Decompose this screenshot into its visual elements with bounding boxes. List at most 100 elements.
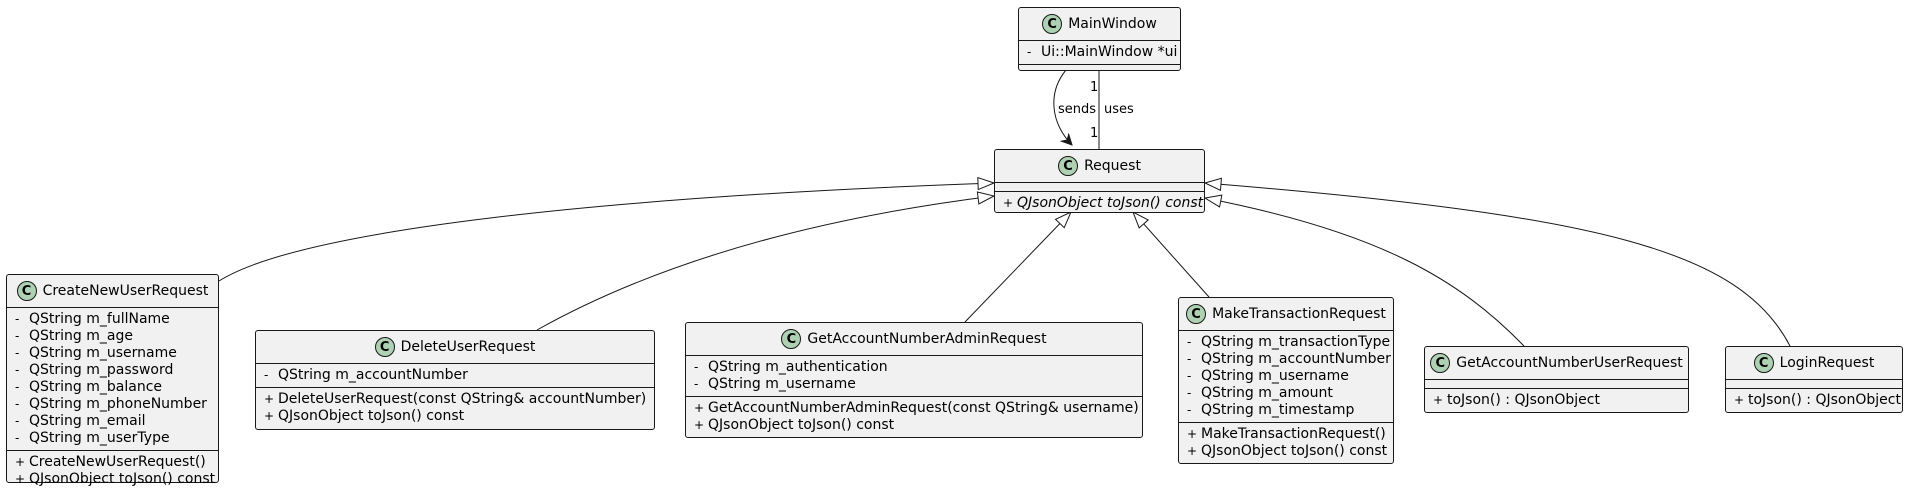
public-marker-icon: + bbox=[1187, 427, 1198, 441]
field-row: -QString m_accountNumber bbox=[264, 367, 468, 383]
method-row: +toJson() : QJsonObject bbox=[1433, 392, 1600, 408]
field-row: -QString m_username bbox=[1187, 368, 1349, 384]
class-c-icon: C bbox=[1042, 14, 1063, 34]
field-row: -QString m_email bbox=[15, 413, 146, 429]
private-marker-icon: - bbox=[694, 360, 699, 374]
class-name: DeleteUserRequest bbox=[400, 339, 536, 355]
field-row: -QString m_username bbox=[694, 376, 856, 392]
class-get-account-number-user-request: C GetAccountNumberUserRequest +toJson() … bbox=[1424, 346, 1689, 413]
class-c-icon: C bbox=[781, 329, 802, 349]
private-marker-icon: - bbox=[1187, 403, 1192, 417]
class-get-account-number-admin-request: C GetAccountNumberAdminRequest -QString … bbox=[685, 322, 1143, 438]
fields-section bbox=[1425, 379, 1688, 388]
private-marker-icon: - bbox=[264, 368, 269, 382]
method-row: +QJsonObject toJson() const bbox=[15, 471, 216, 487]
fields-section: -Ui::MainWindow *ui bbox=[1019, 40, 1180, 64]
sends-label: sends bbox=[1058, 102, 1097, 117]
field-row: -QString m_userType bbox=[15, 430, 170, 446]
private-marker-icon: - bbox=[15, 397, 20, 411]
private-marker-icon: - bbox=[15, 346, 20, 360]
methods-section: +toJson() : QJsonObject bbox=[1425, 388, 1688, 412]
class-name: GetAccountNumberUserRequest bbox=[1456, 355, 1683, 371]
public-marker-icon: + bbox=[1734, 393, 1745, 407]
class-make-transaction-request: C MakeTransactionRequest -QString m_tran… bbox=[1178, 297, 1394, 464]
fields-section bbox=[1726, 379, 1902, 388]
method-row: +QJsonObject toJson() const bbox=[264, 408, 465, 424]
class-name: MainWindow bbox=[1068, 16, 1157, 32]
inherit-edge-get-account-number-user bbox=[1205, 198, 1525, 347]
field-row: -QString m_timestamp bbox=[1187, 402, 1355, 418]
methods-section: +CreateNewUserRequest() +QJsonObject toJ… bbox=[7, 450, 218, 491]
public-marker-icon: + bbox=[694, 418, 705, 432]
field-row: -QString m_accountNumber bbox=[1187, 351, 1391, 367]
class-c-icon: C bbox=[374, 337, 395, 357]
private-marker-icon: - bbox=[1187, 386, 1192, 400]
private-marker-icon: - bbox=[15, 414, 20, 428]
methods-section: +QJsonObject toJson() const bbox=[995, 191, 1204, 215]
inherit-edge-delete-user bbox=[536, 196, 994, 331]
class-header: C DeleteUserRequest bbox=[256, 331, 654, 363]
private-marker-icon: - bbox=[1187, 335, 1192, 349]
fields-section: -QString m_accountNumber bbox=[256, 363, 654, 387]
public-marker-icon: + bbox=[1187, 444, 1198, 458]
class-name: LoginRequest bbox=[1779, 355, 1875, 371]
class-header: C CreateNewUserRequest bbox=[7, 275, 218, 307]
class-name: CreateNewUserRequest bbox=[42, 283, 209, 299]
sends-edge bbox=[1053, 69, 1072, 145]
field-row: -QString m_authentication bbox=[694, 359, 888, 375]
fields-section bbox=[995, 182, 1204, 191]
inherit-edge-login bbox=[1205, 183, 1791, 347]
public-marker-icon: + bbox=[264, 392, 275, 406]
method-row: +DeleteUserRequest(const QString& accoun… bbox=[264, 391, 647, 407]
private-marker-icon: - bbox=[15, 312, 20, 326]
class-header: C GetAccountNumberAdminRequest bbox=[686, 323, 1142, 355]
private-marker-icon: - bbox=[1027, 45, 1032, 59]
class-header: C MakeTransactionRequest bbox=[1179, 298, 1393, 330]
inherit-edge-make-transaction bbox=[1133, 212, 1210, 298]
fields-section: -QString m_transactionType -QString m_ac… bbox=[1179, 330, 1393, 422]
methods-section: +MakeTransactionRequest() +QJsonObject t… bbox=[1179, 422, 1393, 463]
method-row: +CreateNewUserRequest() bbox=[15, 454, 206, 470]
fields-section: -QString m_fullName -QString m_age -QStr… bbox=[7, 307, 218, 450]
method-row: +QJsonObject toJson() const bbox=[1003, 195, 1204, 211]
class-c-icon: C bbox=[16, 281, 37, 301]
public-marker-icon: + bbox=[264, 409, 275, 423]
class-create-new-user-request: C CreateNewUserRequest -QString m_fullNa… bbox=[6, 274, 219, 487]
field-row: -QString m_username bbox=[15, 345, 177, 361]
class-c-icon: C bbox=[1186, 304, 1207, 324]
field-row: -QString m_password bbox=[15, 362, 174, 378]
method-row: +QJsonObject toJson() const bbox=[1187, 443, 1388, 459]
public-marker-icon: + bbox=[15, 455, 26, 469]
class-mainwindow: C MainWindow -Ui::MainWindow *ui bbox=[1018, 7, 1181, 71]
field-row: -QString m_transactionType bbox=[1187, 334, 1391, 350]
methods-section: +GetAccountNumberAdminRequest(const QStr… bbox=[686, 396, 1142, 437]
class-name: MakeTransactionRequest bbox=[1212, 306, 1386, 322]
multiplicity-request: 1 bbox=[1090, 126, 1099, 141]
field-row: -QString m_phoneNumber bbox=[15, 396, 207, 412]
field-row: -QString m_fullName bbox=[15, 311, 170, 327]
method-row: +MakeTransactionRequest() bbox=[1187, 426, 1386, 442]
class-name: GetAccountNumberAdminRequest bbox=[807, 331, 1047, 347]
class-c-icon: C bbox=[1058, 156, 1079, 176]
field-row: -Ui::MainWindow *ui bbox=[1027, 44, 1178, 60]
methods-section: +toJson() : QJsonObject bbox=[1726, 388, 1902, 412]
class-header: C GetAccountNumberUserRequest bbox=[1425, 347, 1688, 379]
class-login-request: C LoginRequest +toJson() : QJsonObject bbox=[1725, 346, 1903, 413]
inherit-edge-get-account-number-admin bbox=[964, 212, 1071, 323]
private-marker-icon: - bbox=[15, 380, 20, 394]
public-marker-icon: + bbox=[694, 401, 705, 415]
class-request: C Request +QJsonObject toJson() const bbox=[994, 149, 1205, 213]
method-row: +GetAccountNumberAdminRequest(const QStr… bbox=[694, 400, 1139, 416]
field-row: -QString m_balance bbox=[15, 379, 163, 395]
public-marker-icon: + bbox=[1003, 196, 1014, 210]
public-marker-icon: + bbox=[15, 472, 26, 486]
method-row: +toJson() : QJsonObject bbox=[1734, 392, 1901, 408]
fields-section: -QString m_authentication -QString m_use… bbox=[686, 355, 1142, 396]
private-marker-icon: - bbox=[15, 363, 20, 377]
class-header: C Request bbox=[995, 150, 1204, 182]
class-name: Request bbox=[1084, 158, 1141, 174]
class-delete-user-request: C DeleteUserRequest -QString m_accountNu… bbox=[255, 330, 655, 430]
method-row: +QJsonObject toJson() const bbox=[694, 417, 895, 433]
private-marker-icon: - bbox=[15, 329, 20, 343]
